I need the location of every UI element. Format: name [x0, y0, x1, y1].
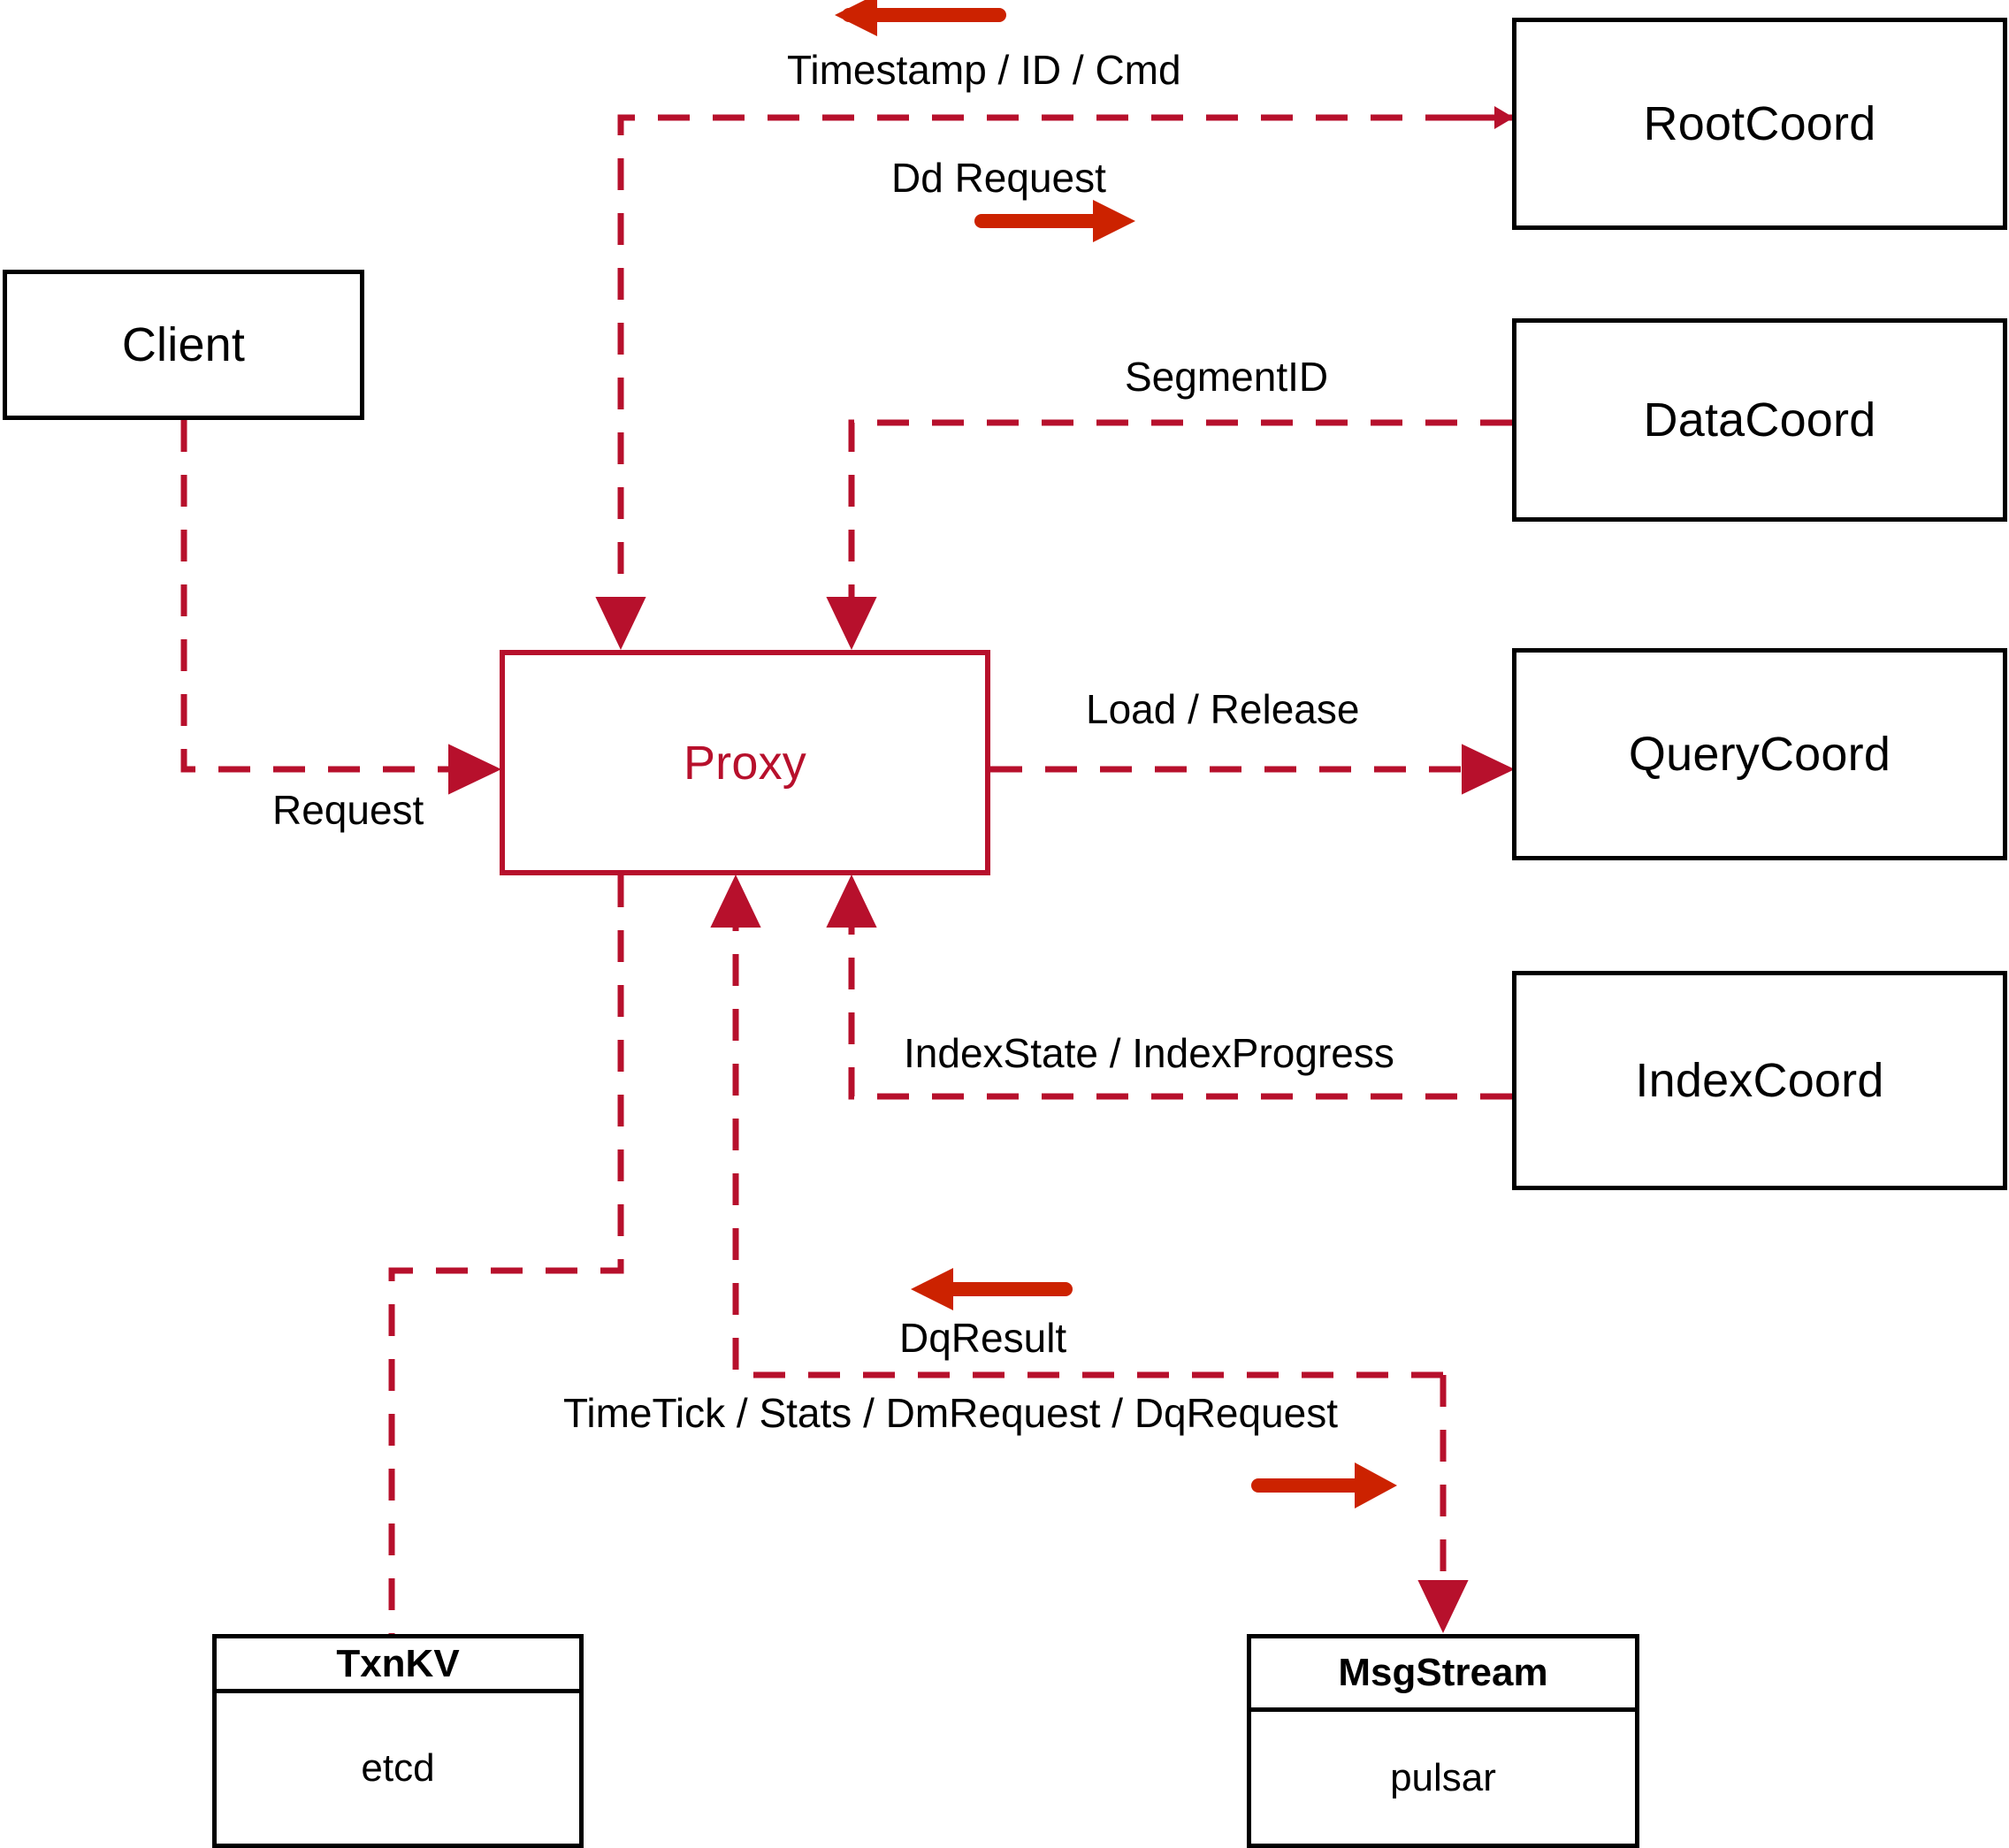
node-client[interactable]: Client: [3, 270, 364, 420]
node-proxy-label: Proxy: [683, 736, 807, 790]
node-rootcoord[interactable]: RootCoord: [1512, 18, 2007, 230]
node-querycoord[interactable]: QueryCoord: [1512, 648, 2007, 860]
node-msgstream-body: pulsar: [1390, 1755, 1496, 1799]
node-txnkv[interactable]: TxnKV etcd: [212, 1634, 584, 1848]
node-indexcoord-label: IndexCoord: [1635, 1054, 1884, 1107]
direction-arrow-timestamp: [835, 0, 1006, 36]
node-msgstream-header: MsgStream: [1251, 1638, 1635, 1712]
edge-label-timetick-stats-dmrequest-dqrequest: TimeTick / Stats / DmRequest / DqRequest: [563, 1390, 1338, 1436]
edge-msgstream-to-proxy: [710, 874, 1469, 1634]
edge-label-indexstate-indexprogress: IndexState / IndexProgress: [904, 1030, 1394, 1076]
edge-proxy-to-rootcoord: [595, 106, 1514, 651]
edge-label-dqresult: DqResult: [899, 1315, 1067, 1361]
edge-client-to-proxy: [180, 420, 502, 795]
edge-datacoord-to-proxy: [826, 419, 1512, 651]
node-proxy[interactable]: Proxy: [500, 650, 990, 875]
node-txnkv-header: TxnKV: [217, 1638, 579, 1693]
edge-label-segmentid: SegmentID: [1125, 354, 1329, 400]
node-querycoord-label: QueryCoord: [1628, 728, 1891, 781]
direction-arrow-ddrequest: [974, 200, 1135, 242]
edge-label-load-release: Load / Release: [1086, 686, 1360, 732]
direction-arrow-dqrequest: [1251, 1462, 1397, 1508]
node-msgstream[interactable]: MsgStream pulsar: [1247, 1634, 1639, 1848]
node-indexcoord[interactable]: IndexCoord: [1512, 971, 2007, 1190]
edge-indexcoord-to-proxy: [826, 874, 1512, 1100]
node-datacoord[interactable]: DataCoord: [1512, 318, 2007, 522]
edge-label-request: Request: [272, 787, 424, 833]
node-datacoord-label: DataCoord: [1643, 393, 1876, 447]
edge-label-dd-request: Dd Request: [891, 155, 1106, 201]
direction-arrow-dqresult: [911, 1268, 1073, 1310]
node-rootcoord-label: RootCoord: [1643, 97, 1876, 150]
node-client-label: Client: [121, 318, 246, 371]
edge-proxy-to-txnkv: [388, 875, 624, 1634]
edge-label-timestamp-id-cmd: Timestamp / ID / Cmd: [787, 47, 1181, 93]
node-txnkv-body: etcd: [361, 1746, 435, 1790]
